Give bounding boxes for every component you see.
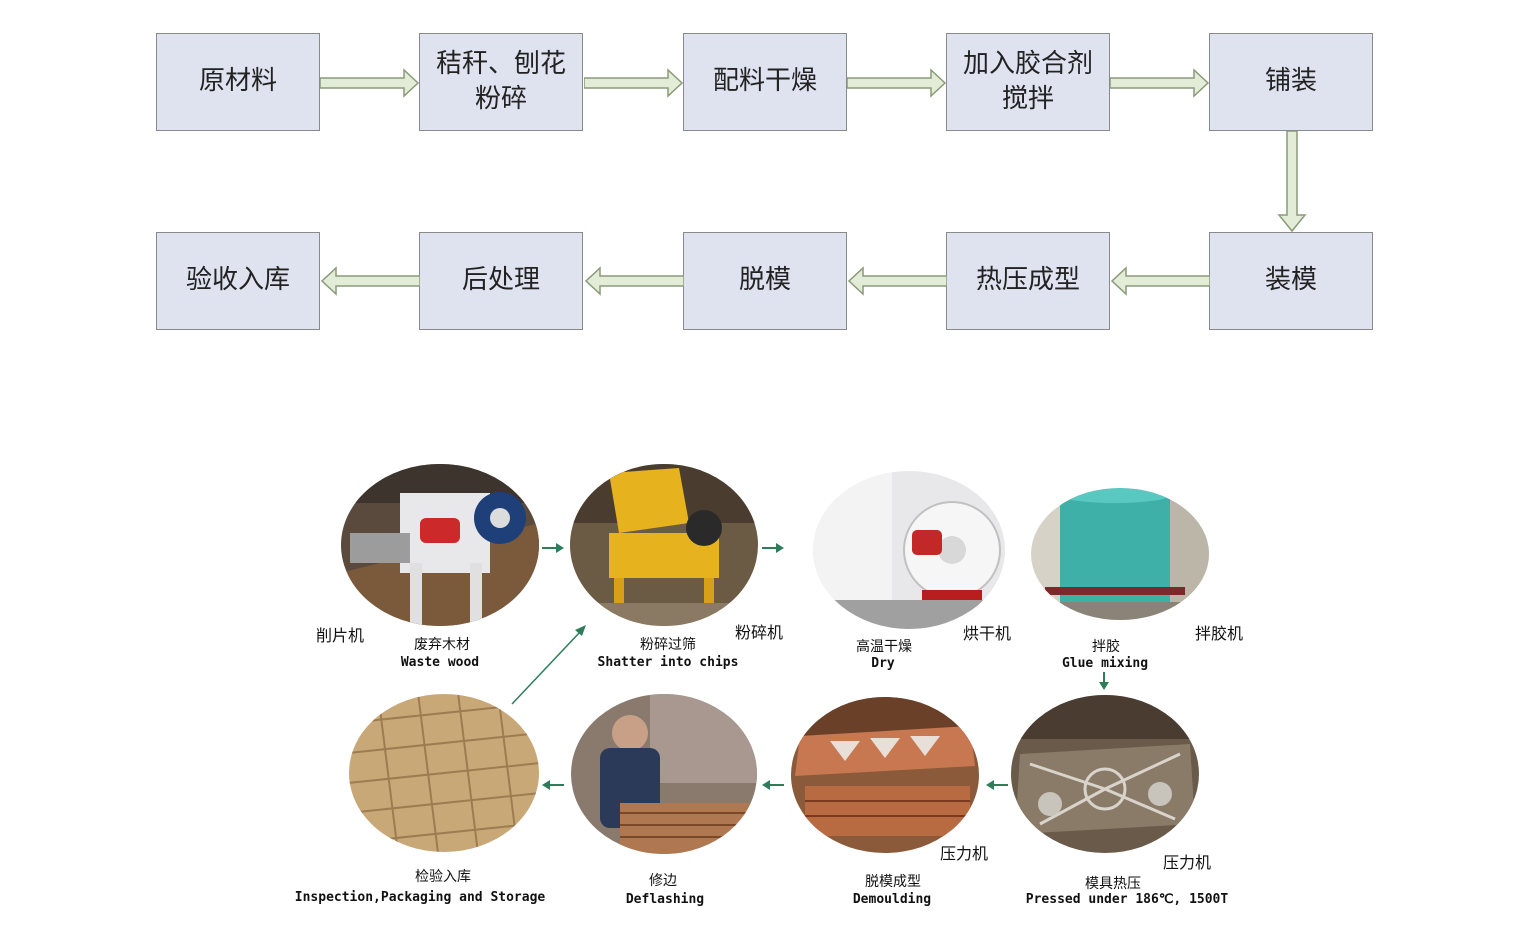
photo-arrow-diagonal: [511, 625, 586, 705]
step-cn-hot-press: 模具热压: [1085, 876, 1141, 892]
flow-arrow-left-1: [1110, 266, 1210, 296]
photo-arrow-left-3: [542, 780, 564, 790]
flow-arrow-left-4: [320, 266, 420, 296]
step-en-dry: Dry: [871, 656, 895, 671]
step-cn-demoulding: 脱模成型: [865, 874, 921, 890]
machine-label-glue-mixer: 拌胶机: [1195, 624, 1244, 643]
demoulding-photo: [791, 697, 979, 853]
step-en-storage: Inspection,Packaging and Storage: [294, 890, 546, 905]
flow-box-mould-loading: 装模: [1209, 232, 1373, 330]
glue-mixer-photo: [1031, 488, 1209, 620]
step-en-glue: Glue mixing: [1061, 656, 1149, 671]
step-cn-glue: 拌胶: [1092, 639, 1120, 655]
machine-label-chipper: 削片机: [316, 626, 365, 645]
flow-box-hot-press: 热压成型: [946, 232, 1110, 330]
step-en-shatter: Shatter into chips: [597, 655, 739, 670]
machine-label-dryer: 烘干机: [963, 624, 1012, 643]
crusher-photo: [570, 464, 758, 626]
flow-box-glue-mixing: 加入胶合剂 搅拌: [946, 33, 1110, 131]
step-cn-waste-wood: 废弃木材: [414, 637, 470, 653]
step-en-waste-wood: Waste wood: [400, 655, 480, 670]
dryer-photo: [813, 471, 1005, 629]
step-en-demoulding: Demoulding: [852, 892, 932, 907]
flow-box-drying: 配料干燥: [683, 33, 847, 131]
flow-arrow-left-2: [847, 266, 947, 296]
flow-box-raw-material: 原材料: [156, 33, 320, 131]
flow-arrow-left-3: [584, 266, 684, 296]
flow-arrow-down: [1277, 131, 1307, 233]
step-cn-deflashing: 修边: [649, 873, 677, 889]
step-cn-storage: 检验入库: [415, 869, 471, 885]
photo-arrow-left-2: [762, 780, 784, 790]
deflashing-photo: [571, 694, 757, 854]
photo-arrow-left-1: [986, 780, 1008, 790]
wood-chipper-photo: [341, 464, 539, 626]
flow-box-storage: 验收入库: [156, 232, 320, 330]
step-en-hot-press: Pressed under 186℃, 1500T: [1025, 892, 1229, 907]
flow-box-post-processing: 后处理: [419, 232, 583, 330]
flow-arrow-right-2: [584, 68, 684, 98]
step-cn-dry: 高温干燥: [856, 639, 912, 655]
step-en-deflashing: Deflashing: [625, 892, 705, 907]
flow-arrow-right-1: [320, 68, 420, 98]
photo-arrow-right-1: [542, 543, 564, 553]
machine-label-press-1: 压力机: [940, 844, 989, 863]
flow-box-demoulding: 脱模: [683, 232, 847, 330]
storage-photo: [349, 694, 539, 852]
machine-label-crusher: 粉碎机: [735, 623, 784, 642]
hot-press-photo: [1011, 695, 1199, 853]
flow-arrow-right-3: [847, 68, 947, 98]
step-cn-shatter: 粉碎过筛: [640, 637, 696, 653]
flow-box-paving: 铺装: [1209, 33, 1373, 131]
flow-arrow-right-4: [1110, 68, 1210, 98]
machine-label-press-2: 压力机: [1163, 853, 1212, 872]
photo-arrow-down: [1099, 672, 1109, 690]
flow-box-crushing: 秸秆、刨花 粉碎: [419, 33, 583, 131]
photo-arrow-right-2: [762, 543, 784, 553]
